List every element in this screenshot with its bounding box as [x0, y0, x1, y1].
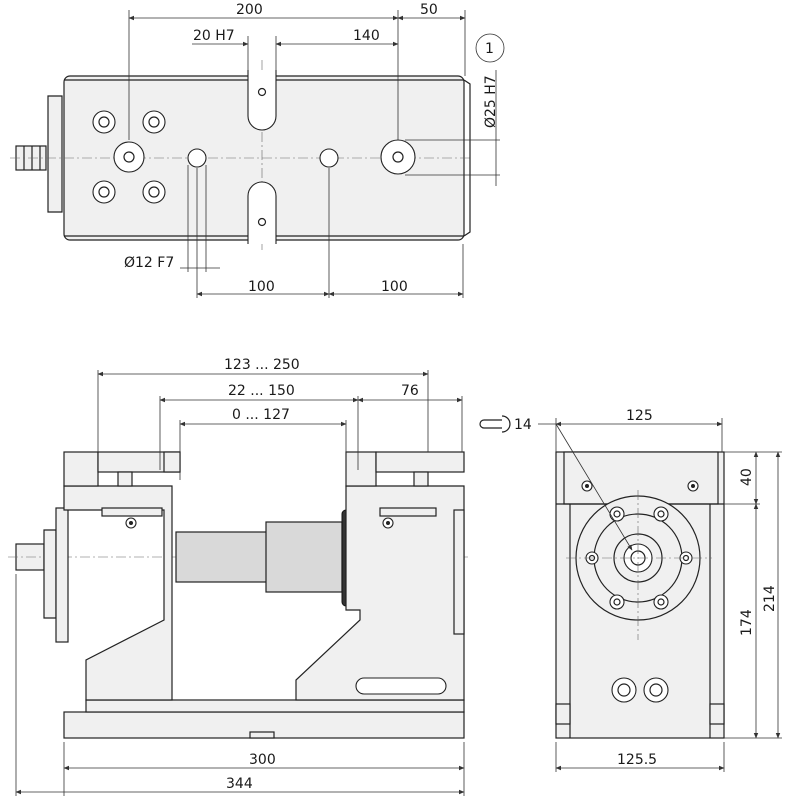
balloon-1-label: 1 — [485, 41, 494, 57]
dim-25h7: Ø25 H7 — [483, 75, 499, 128]
dim-100-b: 100 — [381, 279, 408, 295]
top-view: 200 50 20 H7 140 1 Ø25 H7 Ø12 F7 100 100 — [10, 2, 505, 298]
dim-40: 40 — [739, 468, 755, 486]
dim-range-22-150: 22 ... 150 — [228, 383, 295, 399]
dim-20h7: 20 H7 — [193, 28, 235, 44]
side-view: 14 125 125.5 40 174 214 — [479, 408, 782, 772]
dim-12f7: Ø12 F7 — [124, 255, 174, 271]
dim-140: 140 — [353, 28, 380, 44]
dim-range-0-127: 0 ... 127 — [232, 407, 290, 423]
dim-214: 214 — [762, 585, 778, 612]
movable-jaw — [295, 485, 465, 701]
dim-300: 300 — [249, 752, 276, 768]
dim-76: 76 — [401, 383, 419, 399]
dim-125: 125 — [626, 408, 653, 424]
wrench-size-14: 14 — [514, 417, 532, 433]
balloon-1 — [475, 33, 505, 63]
dim-range-123-250: 123 ... 250 — [224, 357, 300, 373]
fixed-jaw — [63, 485, 173, 701]
dim-125-5: 125.5 — [617, 752, 657, 768]
dim-174: 174 — [739, 609, 755, 636]
dim-344: 344 — [226, 776, 253, 792]
top-flange — [47, 95, 63, 213]
dim-50: 50 — [420, 2, 438, 18]
wrench-icon — [479, 419, 502, 429]
dim-200: 200 — [236, 2, 263, 18]
spindle — [175, 531, 269, 583]
front-view: 123 ... 250 22 ... 150 76 0 ... 127 300 … — [8, 357, 470, 796]
dim-100-a: 100 — [248, 279, 275, 295]
